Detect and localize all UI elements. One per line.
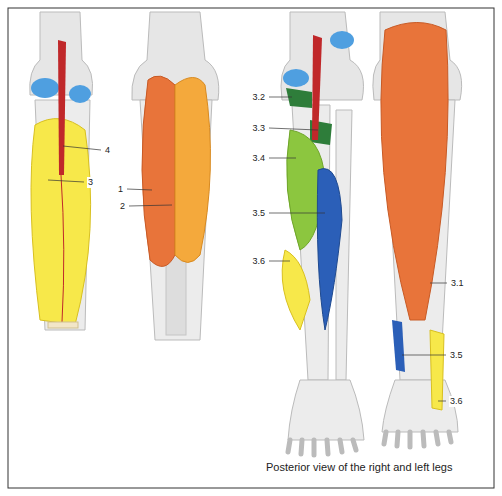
callout-number: 3.6 [449, 396, 464, 407]
leg-three [281, 12, 364, 455]
callout-number: 3.4 [251, 153, 266, 164]
callout-number: 3 [87, 177, 94, 188]
callout-number: 1 [117, 184, 124, 195]
callout-number: 4 [104, 145, 111, 156]
leg-two [132, 12, 219, 340]
callout-number: 3.5 [251, 208, 266, 219]
callout-number: 3.5 [449, 350, 464, 361]
callout-number: 3.3 [251, 123, 266, 134]
leg-one [30, 12, 93, 330]
callout-number: 3.2 [251, 92, 266, 103]
leader-lines [48, 97, 447, 401]
figure-caption: Posterior view of the right and left leg… [266, 461, 452, 474]
callout-number: 3.6 [251, 256, 266, 267]
leg-four [373, 12, 462, 447]
callout-number: 2 [119, 201, 126, 212]
callout-number: 3.1 [450, 278, 465, 289]
